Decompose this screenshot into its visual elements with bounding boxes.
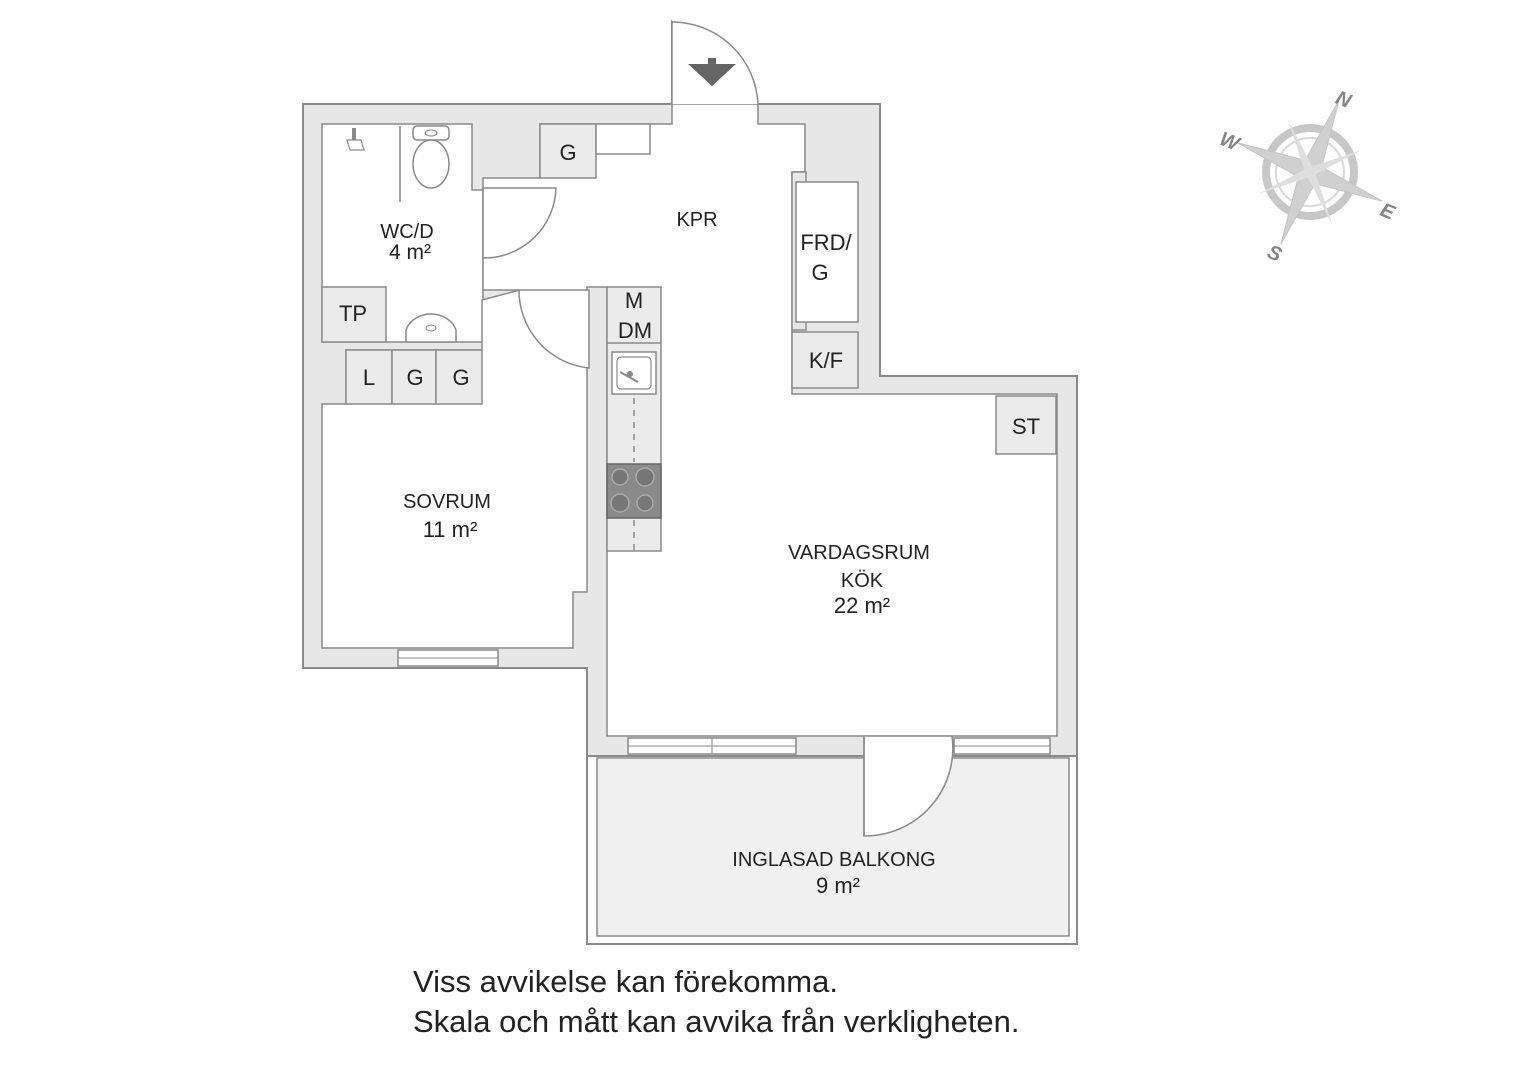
frd-label-line1: FRD/ (800, 230, 852, 255)
shower-head-icon (346, 128, 365, 151)
kpr-name-label: KPR (676, 209, 717, 231)
wc-area-label: 4 m² (389, 241, 431, 264)
st-label: ST (1012, 414, 1040, 439)
dm-label: DM (618, 318, 652, 343)
disclaimer-line-1: Viss avvikelse kan förekomma. (413, 964, 838, 999)
g1-closet (391, 349, 437, 405)
balkong-area-label: 9 m² (816, 873, 860, 898)
g1-label: G (406, 365, 423, 390)
kok-name-label: KÖK (841, 570, 884, 592)
balkong-name-label: INGLASAD BALKONG (732, 849, 935, 871)
compass-s-label: S (1264, 241, 1285, 267)
balcony-door-swing (863, 735, 954, 837)
disclaimer-text: Viss avvikelse kan förekomma. Skala och … (413, 962, 1020, 1042)
st-closet (995, 395, 1057, 455)
kf-label: K/F (809, 348, 843, 373)
vardagsrum-name-label: VARDAGSRUM (788, 542, 930, 564)
compass-w-label: W (1216, 128, 1244, 156)
living-window-right (953, 737, 1051, 755)
frd-closet (795, 181, 859, 323)
vardagsrum-area-label: 22 m² (834, 593, 890, 618)
toilet-icon (412, 125, 450, 189)
g2-label: G (452, 365, 469, 390)
l-label: L (363, 365, 375, 390)
stove-icon (606, 463, 662, 519)
frd-label-line2: G (811, 260, 828, 285)
bedroom-door-swing (518, 289, 590, 369)
sovrum-area-label: 11 m² (423, 517, 478, 542)
sink-icon (611, 351, 657, 395)
balcony-floor (596, 757, 1070, 937)
washbasin-icon (405, 313, 457, 343)
g-hall-closet (539, 123, 597, 179)
hall-shelf (595, 123, 651, 155)
m-label: M (625, 288, 643, 313)
compass-rose-icon (1237, 99, 1383, 245)
g2-closet (435, 349, 483, 405)
living-window-left (627, 737, 797, 755)
g-hall-label: G (559, 140, 576, 165)
compass-e-label: E (1377, 199, 1398, 225)
bedroom-window (397, 649, 499, 667)
sovrum-name-label: SOVRUM (403, 491, 491, 513)
wc-name-label: WC/D (380, 221, 433, 243)
tp-label: TP (339, 301, 367, 326)
kf-box (791, 331, 859, 389)
disclaimer-line-2: Skala och mått kan avvika från verklighe… (413, 1004, 1020, 1039)
tp-box (321, 286, 387, 343)
wc-door-swing (482, 187, 557, 259)
entrance-arrow-icon (688, 58, 736, 86)
